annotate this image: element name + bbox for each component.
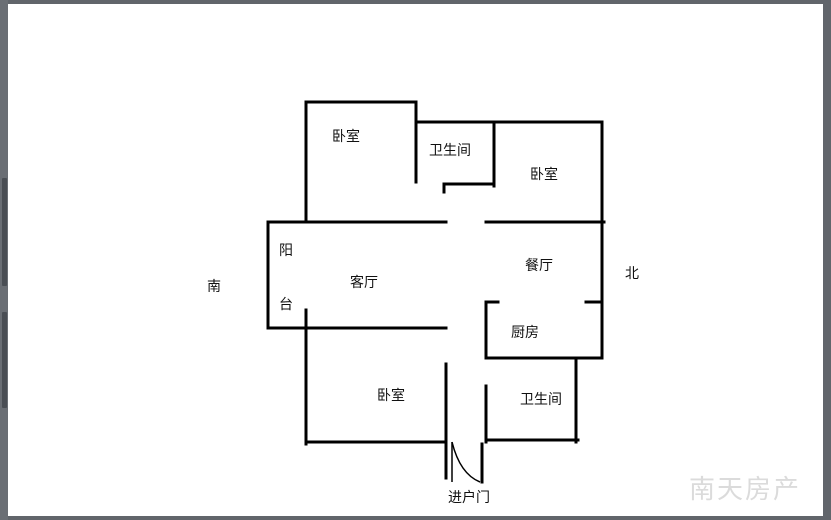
room-label-balcony-bottom: 台 bbox=[279, 297, 293, 313]
door-swing-arc bbox=[451, 441, 481, 483]
room-label-bathroom-top: 卫生间 bbox=[429, 143, 471, 159]
room-label-balcony-top: 阳 bbox=[279, 243, 293, 259]
orientation-north: 北 bbox=[625, 266, 639, 282]
edge-block bbox=[2, 312, 7, 408]
edge-block bbox=[2, 178, 7, 286]
room-label-kitchen: 厨房 bbox=[511, 325, 539, 341]
room-label-bedroom-top-left: 卧室 bbox=[332, 129, 360, 145]
watermark-text: 南天房产 bbox=[688, 475, 801, 505]
room-label-bathroom-bottom: 卫生间 bbox=[520, 392, 562, 408]
room-label-dining-room: 餐厅 bbox=[525, 258, 553, 274]
left-edge-panel bbox=[0, 0, 8, 520]
room-label-bedroom-bottom: 卧室 bbox=[377, 388, 405, 404]
orientation-south: 南 bbox=[207, 279, 221, 295]
room-label-living-room: 客厅 bbox=[350, 275, 378, 291]
room-label-bedroom-top-right: 卧室 bbox=[530, 167, 558, 183]
floor-plan-canvas: 卧室 卫生间 卧室 阳 台 客厅 餐厅 厨房 卧室 卫生间 南 北 进户门 南天… bbox=[8, 4, 823, 516]
floor-plan-drawing bbox=[266, 100, 606, 484]
entrance-label: 进户门 bbox=[448, 490, 490, 506]
